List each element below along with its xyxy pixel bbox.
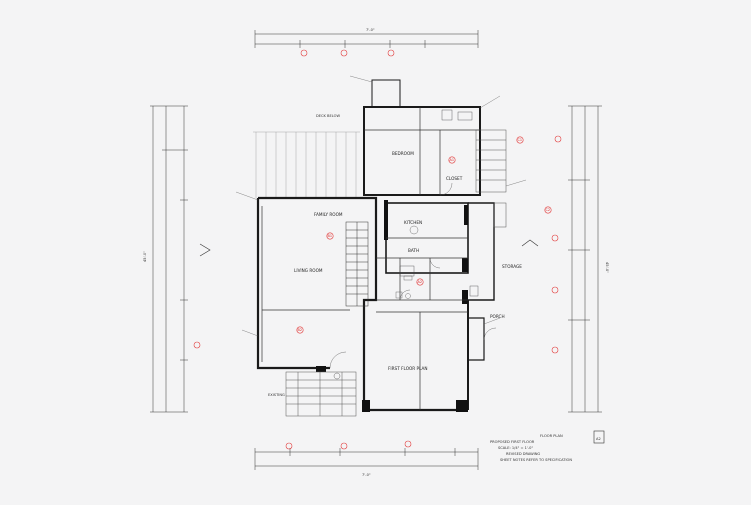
entry-label: EXISTING: [268, 393, 285, 397]
section-arrow-left: [199, 243, 211, 257]
title-line-4: REVISED DRAWING: [506, 452, 540, 456]
right-grid-tags: [551, 135, 562, 354]
stair: [345, 221, 369, 307]
room-label-bath: BATH: [408, 248, 419, 253]
wall-solids: [316, 200, 468, 412]
room-label-living: LIVING ROOM: [294, 268, 323, 273]
svg-text:A2: A2: [418, 280, 422, 284]
entry-steps: [285, 371, 357, 417]
svg-text:B1: B1: [328, 234, 332, 238]
right-overall-dimension: 45'-0": [605, 262, 609, 273]
room-label-bedroom: BEDROOM: [392, 151, 414, 156]
room-label-kitchen: KITCHEN: [404, 220, 422, 225]
door-swings: [329, 182, 497, 369]
room-label-closet: CLOSET: [446, 176, 463, 181]
left-grid-tag: [193, 341, 201, 349]
top-overall-dimension: 7'-0": [366, 28, 375, 32]
top-grid-tags: [300, 49, 395, 57]
plan-tags: A1 A2 B1 B2 C1 C2: [296, 136, 552, 334]
room-label-first-floor: FIRST FLOOR PLAN: [388, 366, 427, 371]
exterior-walls: [256, 79, 495, 412]
sheet-number: A2: [596, 437, 601, 441]
left-dimension-strings: [150, 105, 188, 413]
left-overall-dimension: 45'-0": [143, 251, 147, 262]
bottom-dimension-strings: [254, 448, 479, 470]
room-label-storage: STORAGE: [502, 264, 522, 269]
interior-walls: [261, 107, 480, 410]
side-stairs: [475, 129, 507, 228]
svg-text:C2: C2: [546, 208, 551, 212]
section-arrow-right: [521, 239, 539, 247]
deck-label: DECK BELOW: [316, 114, 340, 118]
svg-text:B2: B2: [298, 328, 302, 332]
deck-hatch: [253, 131, 360, 198]
right-dimension-strings: [568, 105, 602, 413]
title-line-2: PROPOSED FIRST FLOOR: [490, 440, 535, 444]
top-dimension-strings: [254, 30, 479, 48]
title-line-5: SHEET NOTES REFER TO SPECIFICATION: [500, 458, 572, 462]
title-line-1: FLOOR PLAN: [540, 434, 563, 438]
bottom-grid-tags: [285, 440, 412, 450]
title-block: A2 FLOOR PLAN PROPOSED FIRST FLOOR SCALE…: [490, 430, 605, 462]
svg-text:A1: A1: [450, 158, 454, 162]
bottom-overall-dimension: 7'-0": [362, 473, 371, 477]
svg-text:C1: C1: [518, 138, 523, 142]
room-label-porch: PORCH: [490, 314, 505, 319]
leader-notes: [235, 75, 527, 337]
title-line-3: SCALE: 1/4" = 1'-0": [498, 446, 533, 450]
room-label-family: FAMILY ROOM: [314, 212, 343, 217]
fixtures: [333, 109, 479, 380]
